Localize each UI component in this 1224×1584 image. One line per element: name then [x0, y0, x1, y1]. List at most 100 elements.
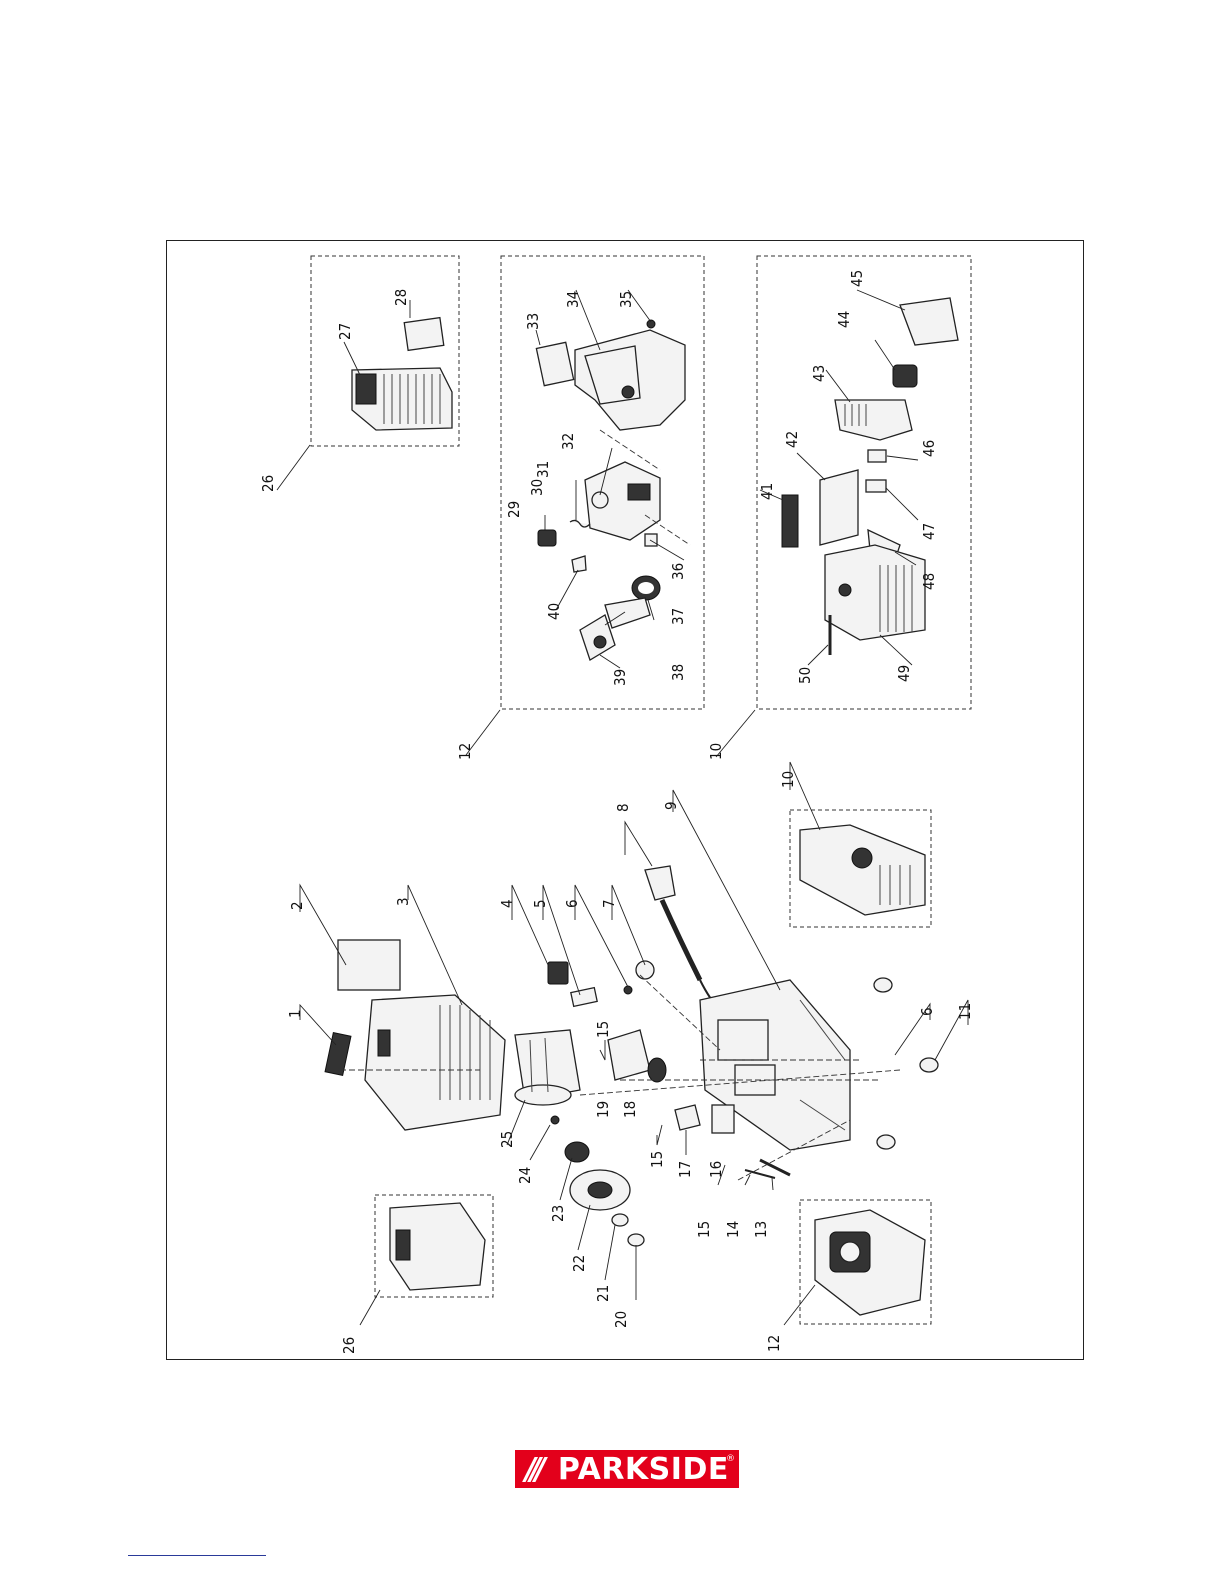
callout-4: 4	[498, 899, 516, 908]
callout-41: 41	[758, 483, 776, 500]
callout-25: 25	[498, 1131, 516, 1148]
callout-45: 45	[848, 270, 866, 287]
callout-18: 18	[621, 1101, 639, 1118]
callout-15a: 15	[594, 1021, 612, 1038]
part-4-switch	[548, 962, 568, 984]
callout-8: 8	[614, 803, 632, 812]
part-11-foot	[874, 978, 892, 992]
part-46-pad	[868, 450, 886, 462]
callout-6: 6	[563, 899, 581, 908]
logo-slashes: ///	[525, 1452, 540, 1487]
callout-47: 47	[920, 523, 938, 540]
callout-36: 36	[669, 563, 687, 580]
callout-12b: 12	[456, 743, 474, 760]
part-13-rod	[760, 1160, 790, 1175]
logo-wordmark: PARKSIDE	[558, 1452, 729, 1487]
part-32-head-body	[585, 462, 660, 540]
part-2-label	[338, 940, 400, 990]
callout-37: 37	[669, 608, 687, 625]
callout-24: 24	[516, 1167, 534, 1184]
part-23-gear	[565, 1142, 589, 1162]
callout-22: 22	[570, 1255, 588, 1272]
part-44-knob	[893, 365, 917, 387]
callout-13: 13	[752, 1221, 770, 1238]
callout-48: 48	[920, 573, 938, 590]
part-33-label	[536, 342, 573, 385]
callout-42: 42	[783, 431, 801, 448]
part-42-plate	[820, 470, 858, 545]
callout-2: 2	[288, 901, 306, 910]
part-21-washer	[612, 1214, 628, 1226]
callout-29: 29	[505, 501, 523, 518]
callout-40: 40	[545, 603, 563, 620]
callout-27: 27	[336, 323, 354, 340]
callout-10: 10	[779, 771, 797, 788]
part-20-nut	[628, 1234, 644, 1246]
callout-12a: 12	[765, 1335, 783, 1352]
callout-49: 49	[895, 665, 913, 682]
part-27-housing-cover	[352, 368, 452, 430]
callout-10b: 10	[707, 743, 725, 760]
preview-10-guide	[800, 825, 925, 915]
part-34-head-housing	[575, 330, 685, 430]
callout-30: 30	[528, 479, 546, 496]
part-47-pad	[866, 480, 886, 492]
callout-19: 19	[594, 1101, 612, 1118]
callout-38: 38	[669, 664, 687, 681]
callout-44: 44	[835, 311, 853, 328]
part-29-knob	[538, 530, 556, 546]
part-30-spring	[570, 520, 590, 527]
part-16-switch	[712, 1105, 734, 1133]
part-25-motor	[515, 1030, 580, 1105]
preview-26-housing	[390, 1203, 485, 1290]
callout-1: 1	[286, 1009, 304, 1018]
parkside-logo: /// PARKSIDE ®	[515, 1450, 739, 1488]
callout-5: 5	[531, 899, 549, 908]
part-24-screw	[551, 1116, 559, 1124]
part-6-screw	[624, 986, 632, 994]
callout-20: 20	[612, 1311, 630, 1328]
part-43-slide	[835, 400, 912, 440]
part-49-guide-base	[825, 545, 925, 640]
logo-registered-mark: ®	[726, 1454, 735, 1464]
callout-15b: 15	[648, 1151, 666, 1168]
callout-39: 39	[611, 669, 629, 686]
callout-26a: 26	[340, 1337, 358, 1354]
part-36-clip	[645, 534, 657, 546]
part-40-pin	[572, 556, 586, 572]
callout-28: 28	[392, 289, 410, 306]
footer-rule	[128, 1555, 266, 1556]
callout-16: 16	[707, 1161, 725, 1178]
callout-50: 50	[796, 667, 814, 684]
part-7-bushing	[636, 961, 654, 979]
callout-34: 34	[564, 291, 582, 308]
part-11-foot	[877, 1135, 895, 1149]
callout-43: 43	[810, 365, 828, 382]
part-8-cable	[645, 866, 720, 1010]
preview-12-head	[815, 1210, 925, 1315]
callout-11: 11	[956, 1003, 974, 1020]
callout-26b: 26	[259, 475, 277, 492]
part-38-guide	[605, 598, 650, 628]
callout-9: 9	[662, 801, 680, 810]
callout-23: 23	[549, 1205, 567, 1222]
callout-3: 3	[394, 897, 412, 906]
part-5-plate	[571, 988, 597, 1007]
callout-21: 21	[594, 1285, 612, 1302]
part-45-wedge	[900, 298, 958, 345]
callout-17: 17	[676, 1161, 694, 1178]
part-35-screw	[647, 320, 655, 328]
callout-7: 7	[600, 899, 618, 908]
part-18-gear	[648, 1058, 666, 1082]
part-19-bracket	[608, 1030, 650, 1080]
part-28-label	[404, 318, 444, 351]
callout-6b: 6	[918, 1007, 936, 1016]
callout-15c: 15	[695, 1221, 713, 1238]
callout-35: 35	[617, 291, 635, 308]
callout-33: 33	[524, 313, 542, 330]
part-41-bar	[782, 495, 798, 547]
callout-46: 46	[920, 440, 938, 457]
callout-14: 14	[724, 1221, 742, 1238]
part-1-nameplate	[325, 1033, 351, 1076]
